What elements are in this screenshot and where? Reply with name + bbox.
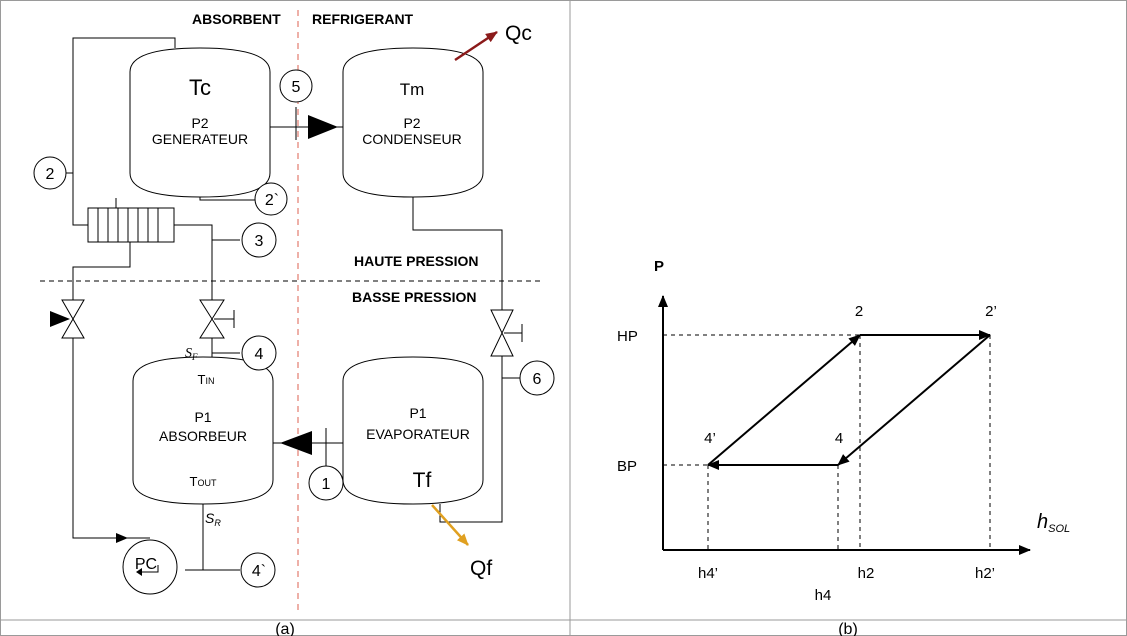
caption-b: (b) — [838, 621, 858, 636]
point-label-2prime: 2’ — [985, 303, 997, 320]
y-tick-hp: HP — [617, 328, 638, 345]
svg-text:2`: 2` — [265, 192, 279, 209]
point-label-2: 2 — [855, 303, 863, 320]
condenser-name: CONDENSEUR — [362, 131, 462, 147]
caption-a: (a) — [275, 621, 295, 636]
pump-label: PC — [135, 556, 157, 573]
x-tick-h4prime: h4’ — [698, 565, 718, 582]
label-haute-pression: HAUTE PRESSION — [354, 253, 478, 269]
state-point-1: 1 — [308, 465, 344, 501]
x-axis-label: hSOL — [1037, 511, 1070, 535]
condenser-temp: Tm — [400, 80, 425, 99]
x-tick-h2prime: h2’ — [975, 565, 995, 582]
sensor-sf: SF — [185, 346, 198, 362]
qc-label: Qc — [505, 22, 532, 45]
condenser-vessel — [342, 47, 484, 198]
flow-arrow-evaporator-to-absorber — [280, 431, 312, 455]
left-expansion-valve — [50, 299, 85, 339]
absorber-name: ABSORBEUR — [159, 428, 247, 444]
x-tick-h2: h2 — [858, 565, 875, 582]
evaporator-temp: Tf — [413, 469, 432, 492]
svg-text:5: 5 — [292, 79, 301, 96]
generator-name: GENERATEUR — [152, 131, 248, 147]
refrigerant-expansion-valve — [490, 309, 523, 357]
svg-text:6: 6 — [533, 371, 542, 388]
condenser-pressure: P2 — [403, 115, 420, 131]
heat-exchanger — [87, 207, 175, 243]
guide-lines — [663, 334, 991, 550]
state-point-4: 4 — [241, 335, 277, 371]
panel-a: ABSORBENT REFRIGERANT HAUTE PRESSION BAS… — [33, 10, 555, 636]
header-absorbent: ABSORBENT — [192, 11, 281, 27]
state-point-3: 3 — [241, 222, 277, 258]
evaporator-name: EVAPORATEUR — [366, 426, 470, 442]
y-tick-bp: BP — [617, 458, 637, 475]
state-point-2-prime: 2` — [254, 182, 288, 216]
absorber-temp-out: TOUT — [190, 474, 217, 489]
absorber-temp-in: TIN — [198, 372, 215, 387]
svg-text:3: 3 — [255, 233, 264, 250]
header-refrigerant: REFRIGERANT — [312, 11, 414, 27]
state-point-4-prime: 4` — [240, 552, 276, 588]
path-2prime-to-4 — [837, 334, 991, 466]
evaporator-pressure: P1 — [409, 405, 426, 421]
generator-temp: Tc — [189, 75, 211, 100]
state-point-6: 6 — [519, 360, 555, 396]
absorber-vessel — [132, 356, 274, 505]
center-expansion-valve — [199, 299, 235, 339]
state-point-5: 5 — [279, 69, 313, 103]
panel-b: P hSOL HP BP h4’ h4 h2 h2’ 2 2’ 4 4’ — [617, 258, 1070, 636]
sensor-sr: SR — [205, 510, 221, 528]
label-basse-pression: BASSE PRESSION — [352, 289, 476, 305]
flow-arrow-generator-to-condenser — [308, 115, 338, 139]
evaporator-vessel — [342, 356, 484, 505]
x-tick-h4: h4 — [815, 587, 832, 604]
path-4prime-to-2 — [707, 334, 861, 466]
qc-arrow — [454, 30, 498, 62]
pump-pc: PC — [116, 533, 178, 595]
generator-pressure: P2 — [191, 115, 208, 131]
point-label-4prime: 4’ — [704, 430, 716, 447]
generator-vessel — [129, 47, 271, 198]
svg-text:1: 1 — [322, 476, 331, 493]
qf-label: Qf — [470, 557, 492, 580]
absorber-pressure: P1 — [194, 409, 211, 425]
state-point-2: 2 — [33, 156, 73, 190]
qf-arrow — [431, 504, 469, 546]
svg-text:2: 2 — [46, 166, 55, 183]
point-label-4: 4 — [835, 430, 843, 447]
y-axis-label: P — [654, 258, 664, 275]
cycle-paths — [707, 330, 991, 470]
svg-text:4: 4 — [255, 346, 264, 363]
svg-text:4`: 4` — [252, 563, 266, 580]
